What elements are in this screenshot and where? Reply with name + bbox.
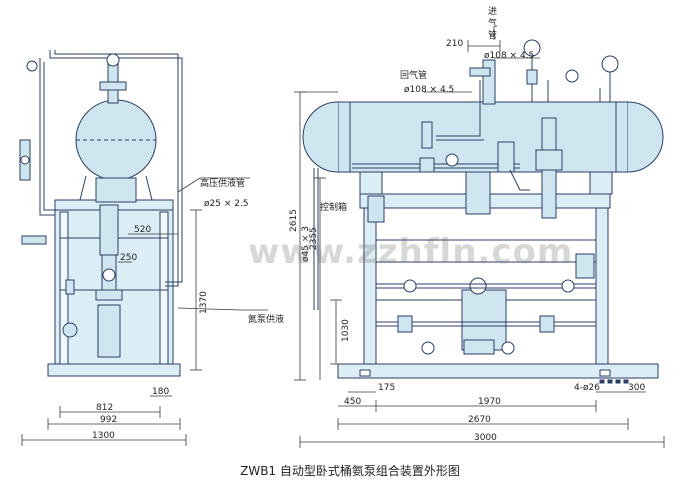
dim-250: 250 (120, 253, 137, 263)
label-high-pressure-size: ø25 × 2.5 (204, 199, 249, 209)
label-inlet-pipe-1: 进 (488, 6, 497, 17)
control-box (367, 195, 385, 223)
dim-anchor-holes: 4-ø26 (574, 383, 600, 393)
dim-2670: 2670 (468, 415, 491, 425)
watermark: www.zzhfln.com (248, 232, 574, 272)
label-ammonia-pump-supply: 氮泵供液 (248, 313, 284, 325)
side-base (47, 363, 181, 377)
label-return-pipe: 回气管 (400, 69, 427, 81)
dim-1300: 1300 (92, 431, 115, 441)
front-base (337, 363, 659, 379)
label-control-box: 控制箱 (320, 201, 347, 213)
dim-3000: 3000 (474, 433, 497, 443)
dim-210: 210 (446, 39, 463, 49)
figure-title: ZWB1 自动型卧式桶氨泵组合装置外形图 (240, 464, 460, 478)
dim-180: 180 (152, 387, 169, 397)
label-inlet-pipe-2: 气 (488, 17, 497, 29)
central-standpipe (465, 171, 491, 215)
dim-520: 520 (134, 225, 151, 235)
dim-450: 450 (344, 397, 361, 407)
dim-2615: 2615 (289, 209, 299, 232)
vessel-end-view (75, 99, 157, 181)
label-inlet-pipe-size: ø108 × 4.5 (484, 51, 534, 61)
front-view (302, 39, 664, 384)
horizontal-vessel (337, 101, 629, 173)
label-high-pressure-supply: 高压供液管 (200, 177, 245, 189)
label-return-pipe-size: ø108 × 4.5 (404, 85, 454, 95)
dim-992: 992 (100, 415, 117, 425)
dim-1030: 1030 (341, 319, 351, 342)
dim-1970: 1970 (478, 397, 501, 407)
dim-175: 175 (378, 383, 395, 393)
side-view (19, 50, 183, 377)
label-inlet-pipe-3: 管 (488, 29, 497, 41)
dim-1370: 1370 (199, 291, 209, 314)
label-control-pipe-size: ø45 × 3 (301, 226, 311, 262)
dim-812: 812 (96, 403, 113, 413)
side-pump (97, 304, 121, 358)
dim-300: 300 (628, 383, 645, 393)
front-dimensions (294, 26, 665, 448)
side-dimensions (21, 177, 268, 446)
dim-2355: 2355 (309, 227, 319, 250)
